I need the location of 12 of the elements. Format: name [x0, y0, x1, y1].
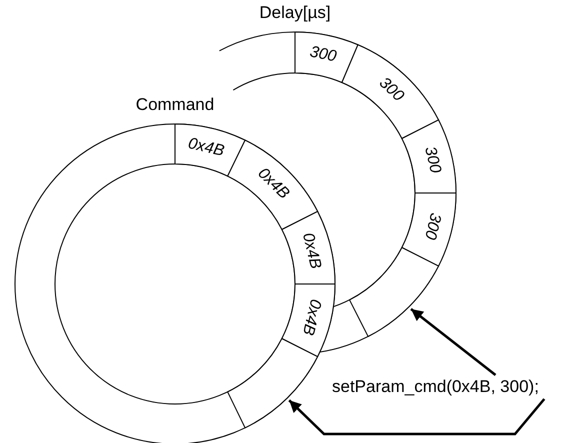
arrow [288, 398, 546, 436]
slot-value: 0x4B [298, 296, 324, 336]
slot-value: 0x4B [298, 231, 324, 272]
slot-value: 0x4B [186, 134, 226, 160]
slot-value: 300 [374, 74, 407, 106]
slot-value: 300 [420, 210, 444, 241]
code-text: setParam_cmd(0x4B, 300); [332, 376, 539, 398]
ring-title: Command [136, 96, 214, 114]
ring-title: Delay[µs] [259, 4, 331, 22]
slot-value: 300 [308, 44, 338, 67]
arrow [410, 308, 496, 376]
slot-value: 300 [420, 145, 444, 176]
